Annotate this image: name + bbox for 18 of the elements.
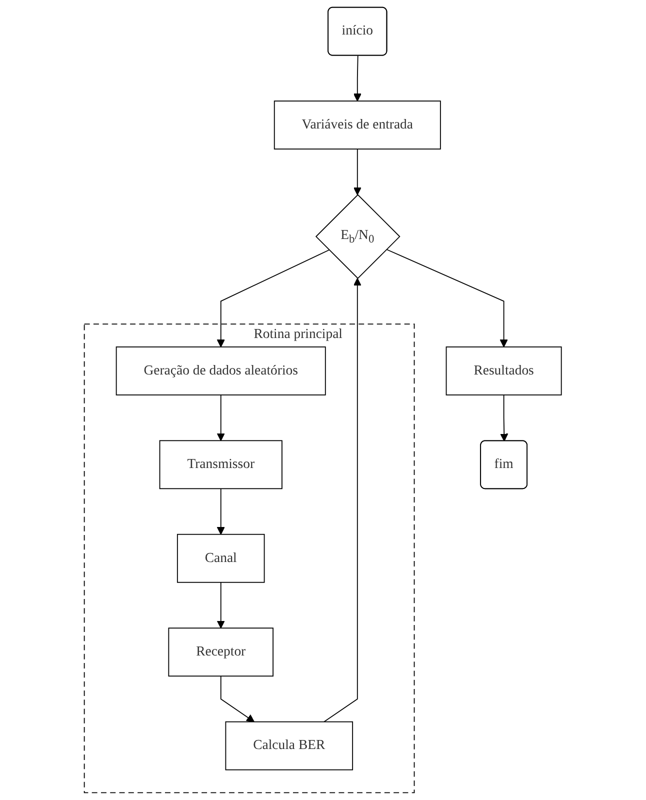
- node-box: Calcula BER: [225, 721, 354, 770]
- arrow: [500, 394, 508, 442]
- arrow: [354, 148, 362, 196]
- arrow: [217, 250, 330, 348]
- node-box: Transmissor: [159, 440, 283, 490]
- node-diamond: E$_{b}$/N$_{0}$: [316, 194, 400, 279]
- arrow: [217, 394, 226, 441]
- arrow: [217, 582, 226, 628]
- node-box: Resultados: [446, 346, 562, 396]
- arrow: [324, 278, 362, 722]
- arrow: [386, 248, 508, 348]
- arrow: [217, 488, 226, 535]
- arrow: [354, 55, 362, 102]
- node-box: Canal: [177, 534, 265, 583]
- node-box: Variáveis de entrada: [274, 100, 442, 150]
- arrow: [220, 676, 255, 722]
- node-box: Receptor: [168, 628, 274, 677]
- node-box: Geração de dados aleatórios: [116, 346, 326, 396]
